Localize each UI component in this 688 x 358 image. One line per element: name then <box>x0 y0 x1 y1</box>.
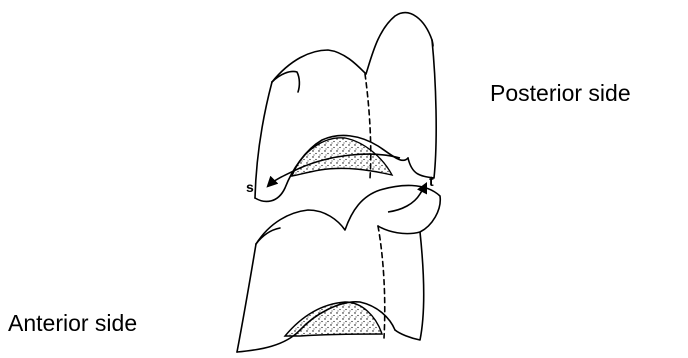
marker-t: t <box>429 173 434 189</box>
lower-block-top-surface <box>256 185 440 244</box>
lower-block-right-edge <box>395 232 424 340</box>
upper-block-inner-ridge <box>272 71 299 92</box>
upper-block <box>255 13 436 202</box>
lower-block-left-edge <box>237 244 256 352</box>
lower-block-inner-ridge <box>256 228 280 244</box>
upper-block-left-edge <box>255 82 272 198</box>
upper-block-right-edge <box>408 40 436 178</box>
lower-stippled-facet <box>285 302 382 336</box>
lower-block-dashed-line <box>378 226 385 338</box>
arrow-t <box>388 184 426 212</box>
marker-s: s <box>246 179 254 195</box>
